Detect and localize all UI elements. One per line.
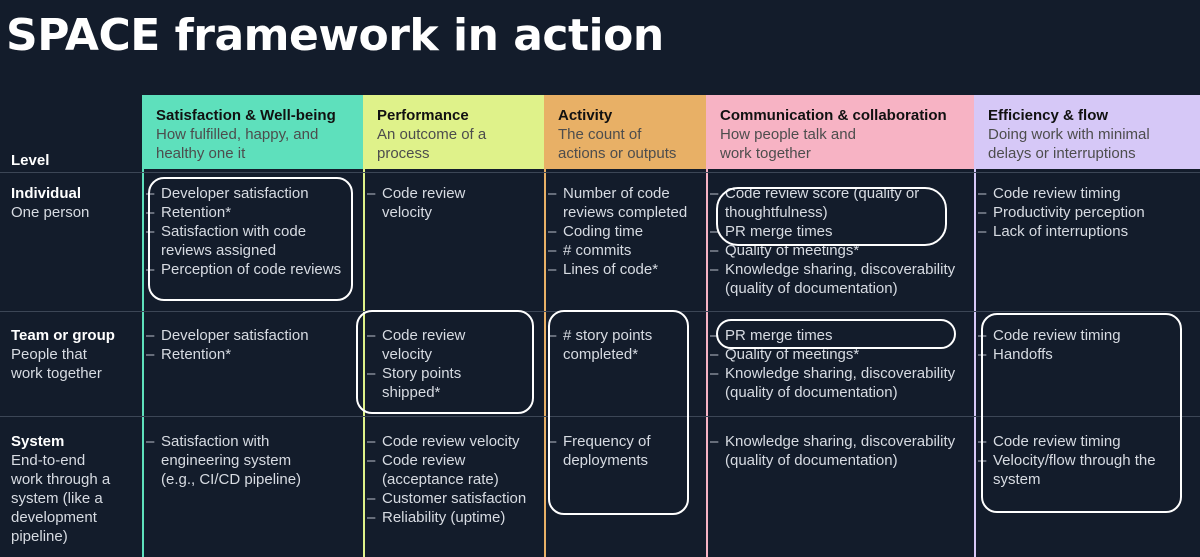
- column-divider: [544, 169, 546, 557]
- metric-item: Frequency of deployments: [548, 432, 663, 470]
- column-title: Performance: [377, 107, 469, 124]
- metric-item: Developer satisfaction: [146, 326, 356, 345]
- column-divider: [706, 169, 708, 557]
- row-header-individual: Individual One person: [11, 184, 136, 222]
- metric-item: Developer satisfaction: [146, 184, 356, 203]
- column-subtitle: How fulfilled, happy, and healthy one it: [156, 126, 319, 162]
- metric-item: PR merge times: [710, 326, 972, 345]
- metric-item: Quality of meetings*: [710, 241, 972, 260]
- metric-item: Code review (acceptance rate): [367, 451, 522, 489]
- column-header-performance: Performance An outcome of a process: [363, 95, 544, 169]
- highlight-oval: [716, 187, 947, 246]
- metric-item: Knowledge sharing, discoverability (qual…: [710, 260, 980, 298]
- highlight-oval: [148, 177, 353, 301]
- row-subtitle: One person: [11, 204, 90, 221]
- metric-item: Knowledge sharing, discoverability (qual…: [710, 364, 980, 402]
- row-header-team: Team or group People that work together: [11, 326, 136, 383]
- cell-system-communication: Knowledge sharing, discoverability (qual…: [710, 432, 972, 470]
- column-subtitle: Doing work with minimal delays or interr…: [988, 126, 1150, 162]
- column-divider: [974, 169, 976, 557]
- highlight-oval: [716, 319, 956, 349]
- highlight-oval: [548, 310, 689, 515]
- metric-item: Knowledge sharing, discoverability (qual…: [710, 432, 980, 470]
- cell-system-satisfaction: Satisfaction with engineering system (e.…: [146, 432, 356, 489]
- metric-item: PR merge times: [710, 222, 972, 241]
- metric-item: Retention*: [146, 345, 356, 364]
- metric-item: Lack of interruptions: [978, 222, 1198, 241]
- column-header-activity: Activity The count of actions or outputs: [544, 95, 706, 169]
- metric-item: Quality of meetings*: [710, 345, 972, 364]
- column-subtitle: An outcome of a process: [377, 126, 487, 162]
- metric-item: Retention*: [146, 203, 356, 222]
- metric-item: Code review velocity: [367, 432, 542, 451]
- metric-item: Code review velocity: [367, 184, 477, 222]
- metric-item: # commits: [548, 241, 703, 260]
- metric-item: Code review score (quality or thoughtful…: [710, 184, 940, 222]
- metric-item: Code review timing: [978, 184, 1198, 203]
- cell-team-performance: Code review velocity Story points shippe…: [367, 326, 477, 402]
- metric-item: Lines of code*: [548, 260, 703, 279]
- metric-item: Perception of code reviews: [146, 260, 356, 279]
- metric-item: Customer satisfaction: [367, 489, 542, 508]
- metric-item: Satisfaction with code reviews assigned: [146, 222, 321, 260]
- row-title: System: [11, 433, 65, 450]
- metric-item: # story points completed*: [548, 326, 668, 364]
- column-subtitle: How people talk and work together: [720, 126, 856, 162]
- metric-item: Reliability (uptime): [367, 508, 542, 527]
- metric-item: Productivity perception: [978, 203, 1198, 222]
- column-header-communication: Communication & collaboration How people…: [706, 95, 974, 169]
- cell-system-activity: Frequency of deployments: [548, 432, 678, 470]
- row-title: Individual: [11, 185, 82, 202]
- row-divider: [0, 172, 1200, 173]
- column-subtitle: The count of actions or outputs: [558, 126, 677, 162]
- highlight-oval: [981, 313, 1182, 513]
- column-header-satisfaction: Satisfaction & Well-being How fulfilled,…: [142, 95, 363, 169]
- level-column-header: Level: [11, 152, 50, 169]
- cell-individual-performance: Code review velocity: [367, 184, 477, 222]
- column-title: Communication & collaboration: [720, 107, 947, 124]
- column-title: Activity: [558, 107, 613, 124]
- row-header-system: System End-to-end work through a system …: [11, 432, 136, 546]
- cell-system-performance: Code review velocity Code review (accept…: [367, 432, 542, 527]
- metric-item: Number of code reviews completed: [548, 184, 703, 222]
- row-subtitle: End-to-end work through a system (like a…: [11, 452, 111, 545]
- metric-item: Story points shipped*: [367, 364, 467, 402]
- row-subtitle: People that work together: [11, 346, 102, 382]
- metric-item: Satisfaction with engineering system (e.…: [146, 432, 321, 489]
- cell-individual-efficiency: Code review timing Productivity percepti…: [978, 184, 1198, 241]
- highlight-oval: [356, 310, 534, 414]
- page-title: SPACE framework in action: [6, 10, 664, 61]
- cell-team-communication: PR merge times Quality of meetings* Know…: [710, 326, 972, 402]
- column-title: Satisfaction & Well-being: [156, 107, 336, 124]
- cell-team-activity: # story points completed*: [548, 326, 678, 364]
- cell-team-satisfaction: Developer satisfaction Retention*: [146, 326, 356, 364]
- cell-individual-communication: Code review score (quality or thoughtful…: [710, 184, 972, 298]
- metric-item: Code review velocity: [367, 326, 477, 364]
- metric-item: Coding time: [548, 222, 703, 241]
- row-divider: [0, 416, 1200, 417]
- cell-individual-satisfaction: Developer satisfaction Retention* Satisf…: [146, 184, 356, 279]
- column-divider: [142, 169, 144, 557]
- column-title: Efficiency & flow: [988, 107, 1109, 124]
- cell-individual-activity: Number of code reviews completed Coding …: [548, 184, 703, 279]
- row-title: Team or group: [11, 327, 115, 344]
- column-divider: [363, 169, 365, 557]
- column-header-efficiency: Efficiency & flow Doing work with minima…: [974, 95, 1200, 169]
